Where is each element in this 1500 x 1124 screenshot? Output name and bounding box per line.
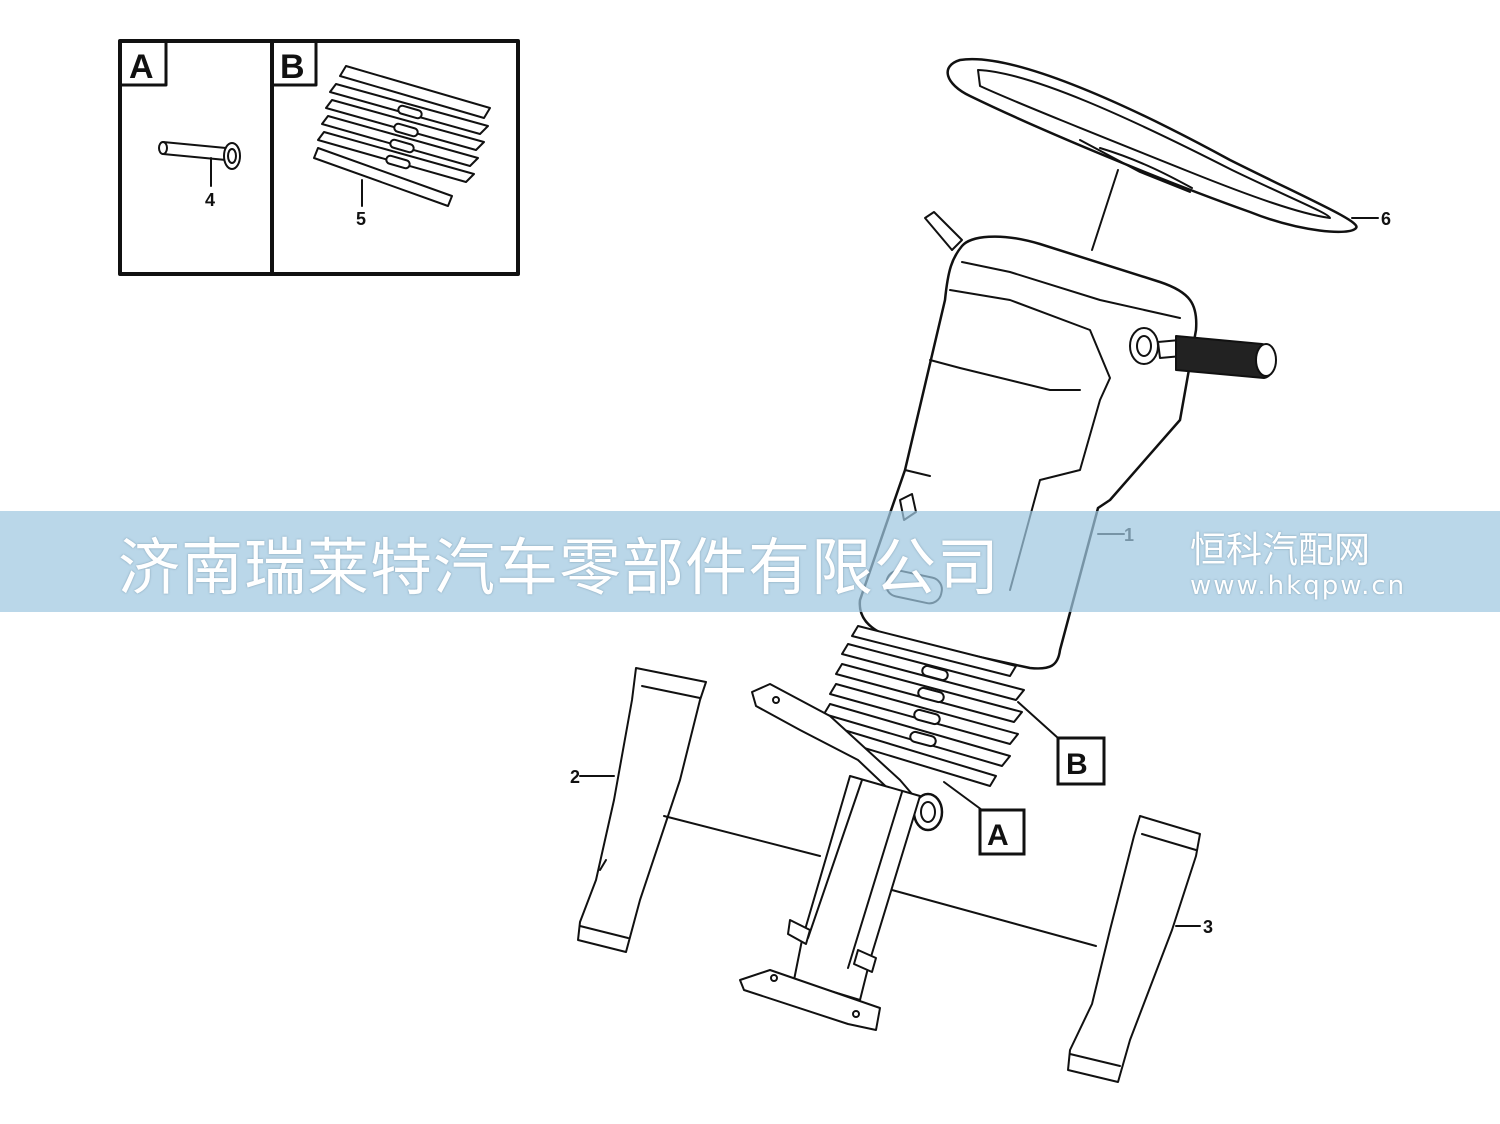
callout-2: 2 [570,767,580,787]
pin-part [158,141,241,187]
bellows-part [313,65,491,207]
cover-right [1067,815,1201,1083]
cover-left [577,667,707,953]
steering-wheel [946,57,1379,251]
callout-5: 5 [356,209,366,229]
detail-tag-b: B [1056,736,1106,786]
watermark-url: www.hkqpw.cn [1190,571,1407,601]
detail-tag-a: A [978,808,1026,856]
adjust-handle [1129,327,1277,379]
svg-text:B: B [1066,748,1088,781]
watermark-site-name: 恒科汽配网 [1190,530,1371,571]
column-bellows [817,625,1025,787]
callout-4: 4 [205,190,215,210]
detail-box-a-label: A [129,48,154,86]
callout-3: 3 [1203,917,1213,937]
svg-text:A: A [987,819,1009,852]
detail-box-b-label: B [280,48,305,86]
steering-column [739,211,1277,1031]
watermark-company: 济南瑞莱特汽车零部件有限公司 [118,531,1001,604]
detail-box-b [270,39,520,276]
watermark-banner: 济南瑞莱特汽车零部件有限公司 恒科汽配网 www.hkqpw.cn [0,511,1500,612]
callout-6: 6 [1381,209,1391,229]
